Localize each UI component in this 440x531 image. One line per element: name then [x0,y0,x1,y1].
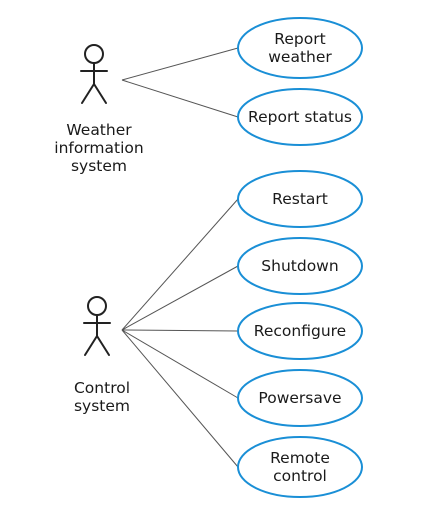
use-case-ellipse[interactable] [237,17,363,79]
use-case-powersave[interactable]: Powersave [237,369,363,427]
association-report-weather [121,47,239,81]
association-restart [121,198,239,331]
use-case-label: Shutdown [261,257,338,275]
actor-label: system [74,397,130,415]
actor-label: information [54,139,143,157]
use-case-shutdown[interactable]: Shutdown [237,237,363,295]
use-case-label: weather [268,48,332,66]
use-case-label: Report status [248,108,352,126]
use-case-label: Powersave [258,389,341,407]
use-case-ellipse[interactable] [237,88,363,146]
use-case-ellipse[interactable] [237,436,363,498]
actor-head [84,44,104,64]
use-case-ellipse[interactable] [237,237,363,295]
use-case-reconfigure[interactable]: Reconfigure [237,302,363,360]
use-case-label: Restart [272,190,328,208]
actor-left-leg [81,83,95,104]
association-report-status [121,79,239,118]
association-remote-control [121,329,239,468]
actor-label: Control [74,379,130,397]
use-case-label: Reconfigure [254,322,346,340]
association-reconfigure [121,329,239,332]
use-case-label: control [273,467,327,485]
use-case-ellipse[interactable] [237,302,363,360]
association-shutdown [121,265,239,331]
use-case-ellipse[interactable] [237,170,363,228]
association-lines [121,47,239,468]
use-case-report-status[interactable]: Report status [237,88,363,146]
association-powersave [121,329,239,399]
use-case-label: Remote [270,449,330,467]
use-case-restart[interactable]: Restart [237,170,363,228]
use-case-label: Report [274,30,325,48]
actor-head [87,296,107,316]
actor-left-leg [84,335,98,356]
actor-right-leg [96,335,110,356]
actor-right-leg [93,83,107,104]
actor-label: Weather [66,121,132,139]
actor-label: system [71,157,127,175]
use-case-ellipse[interactable] [237,369,363,427]
